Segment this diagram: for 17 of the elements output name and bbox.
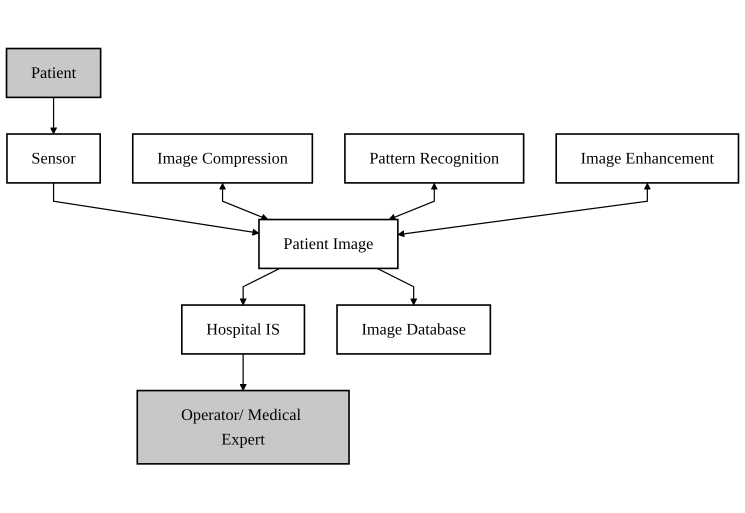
node-box: Image Database xyxy=(336,304,492,356)
arrow xyxy=(398,183,651,238)
arrow xyxy=(240,354,247,392)
node-box: Hospital IS xyxy=(181,304,306,356)
arrow xyxy=(376,268,418,306)
node-box: Sensor xyxy=(6,134,101,184)
arrow xyxy=(388,183,438,221)
node-box: Image Enhancement xyxy=(555,134,740,184)
arrow xyxy=(52,183,260,236)
node-box: Patient xyxy=(6,48,102,98)
node-box: Operator/ Medical Expert xyxy=(136,390,350,465)
node-box: Patient Image xyxy=(258,219,399,270)
arrow xyxy=(218,183,268,221)
node-box: Image Compression xyxy=(132,134,314,184)
arrow xyxy=(50,98,58,135)
node-box: Pattern Recognition xyxy=(344,134,524,184)
arrow xyxy=(240,268,280,306)
